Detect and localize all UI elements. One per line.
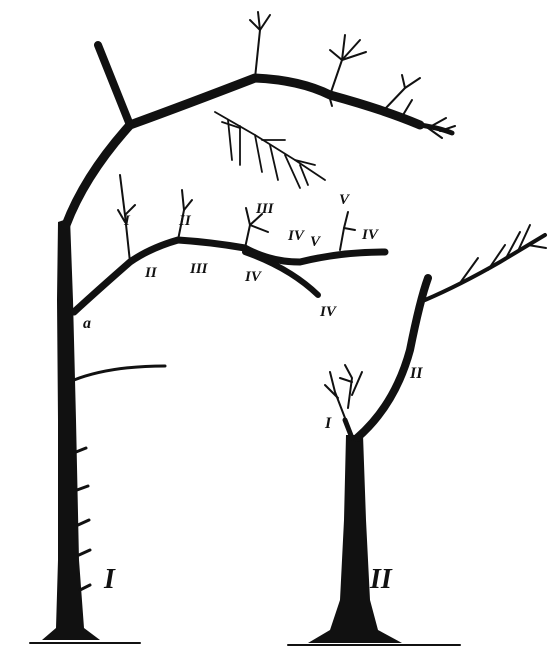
upper-limb-twigs: [250, 12, 455, 138]
tree-two-trunk: [308, 435, 402, 643]
tree-one: [42, 12, 455, 640]
shoot-label: III: [256, 202, 274, 217]
tree-two: [308, 225, 546, 643]
tree-two-caption: II: [370, 566, 392, 594]
node-label-a: a: [83, 316, 91, 332]
tree-one-caption: I: [104, 566, 115, 594]
shoot-label: V: [310, 235, 320, 250]
thin-side-shoot: [74, 366, 165, 380]
upper-limb-stub: [98, 45, 130, 125]
ground-lines: [30, 643, 460, 645]
shoot-label: IV: [362, 228, 378, 243]
shoot-label: II: [179, 214, 191, 229]
shoot-label: IV: [245, 270, 261, 285]
shoot-label: IV: [320, 305, 336, 320]
shoot-label: I: [124, 214, 130, 229]
shoot-label: II: [145, 266, 157, 281]
shoot-label: II: [410, 366, 422, 382]
shoot-label: I: [325, 416, 331, 432]
lower-limb: [74, 240, 385, 312]
drooping-twig-cluster: [215, 112, 325, 188]
tree-two-leader: [357, 278, 428, 438]
tree-one-trunk: [42, 218, 100, 640]
shoot-label: III: [190, 262, 208, 277]
shoot-label: V: [339, 193, 349, 208]
shoot-label: IV: [288, 229, 304, 244]
